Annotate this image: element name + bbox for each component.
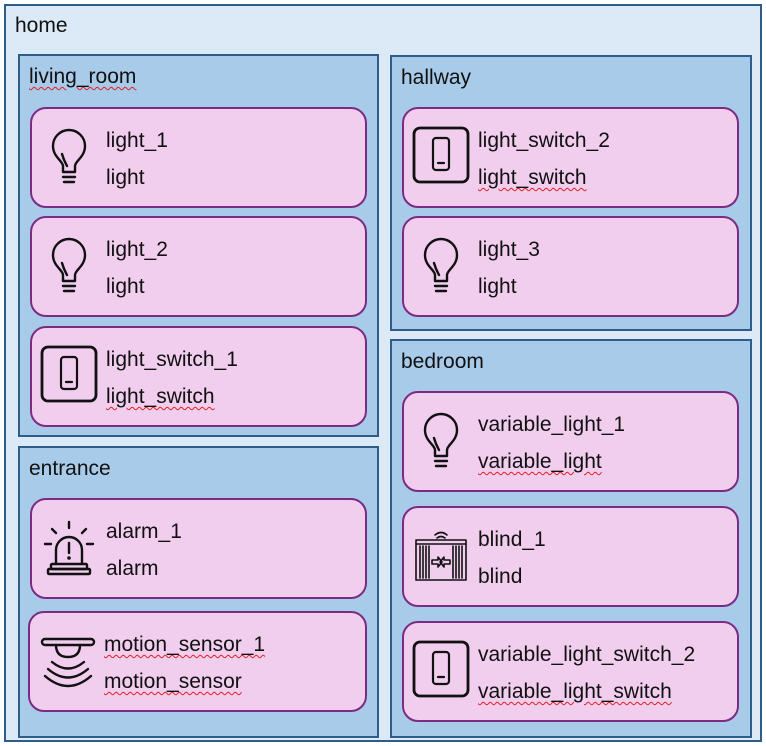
home-label: home <box>15 14 68 37</box>
device-motion-sensor-1[interactable]: motion_sensor_1 motion_sensor <box>28 611 367 712</box>
device-name: light_switch_2 <box>478 129 610 152</box>
device-light-1[interactable]: light_1 light <box>30 107 367 208</box>
device-type: light <box>106 166 145 189</box>
device-name: variable_light_switch_2 <box>478 643 696 666</box>
light-bulb-icon <box>40 125 98 187</box>
window-blind-icon <box>412 524 470 586</box>
device-variable-light-switch-2[interactable]: variable_light_switch_2 variable_light_s… <box>402 621 739 722</box>
device-light-switch-2[interactable]: light_switch_2 light_switch <box>402 107 739 208</box>
device-alarm-1[interactable]: alarm_1 alarm <box>30 498 367 599</box>
device-type: light_switch <box>478 166 587 189</box>
device-name: alarm_1 <box>106 520 182 543</box>
alarm-siren-icon <box>40 516 98 578</box>
device-variable-light-1[interactable]: variable_light_1 variable_light <box>402 391 739 492</box>
home-container: home living_room light_1 light light_2 l… <box>4 4 762 742</box>
device-name: light_1 <box>106 129 168 152</box>
room-hallway: hallway light_switch_2 light_switch ligh… <box>390 55 752 331</box>
room-label-entrance: entrance <box>29 457 111 480</box>
light-bulb-icon <box>40 234 98 296</box>
device-blind-1[interactable]: blind_1 blind <box>402 506 739 607</box>
device-type: variable_light_switch <box>478 680 672 703</box>
device-name: light_2 <box>106 238 168 261</box>
device-type: blind <box>478 565 523 588</box>
room-entrance: entrance alarm_1 alarm motion_sensor_1 m… <box>18 446 379 738</box>
device-name: light_switch_1 <box>106 348 238 371</box>
device-name: motion_sensor_1 <box>104 633 266 656</box>
room-label-hallway: hallway <box>401 66 472 89</box>
motion-sensor-icon <box>38 629 96 691</box>
room-label-living-room: living_room <box>29 65 137 88</box>
light-bulb-icon <box>412 409 470 471</box>
device-light-3[interactable]: light_3 light <box>402 216 739 317</box>
room-label-bedroom: bedroom <box>401 350 484 373</box>
device-light-switch-1[interactable]: light_switch_1 light_switch <box>30 326 367 427</box>
light-bulb-icon <box>412 234 470 296</box>
device-type: alarm <box>106 557 159 580</box>
device-type: light_switch <box>106 385 215 408</box>
device-type: light <box>106 275 145 298</box>
light-switch-icon <box>412 125 470 187</box>
device-name: variable_light_1 <box>478 413 626 436</box>
device-light-2[interactable]: light_2 light <box>30 216 367 317</box>
device-name: light_3 <box>478 238 540 261</box>
room-living-room: living_room light_1 light light_2 light … <box>18 54 379 437</box>
light-switch-icon <box>412 639 470 701</box>
device-type: motion_sensor <box>104 670 242 693</box>
room-bedroom: bedroom variable_light_1 variable_light … <box>390 339 752 738</box>
device-type: variable_light <box>478 450 602 473</box>
device-type: light <box>478 275 517 298</box>
device-name: blind_1 <box>478 528 546 551</box>
light-switch-icon <box>40 344 98 406</box>
